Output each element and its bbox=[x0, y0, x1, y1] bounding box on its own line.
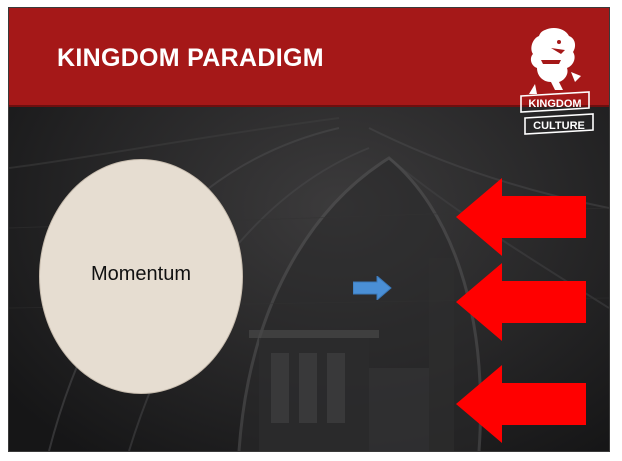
arrow-left-icon bbox=[456, 263, 586, 341]
logo-banner: KINGDOM CULTURE bbox=[520, 91, 594, 135]
logo-line1: KINGDOM bbox=[528, 98, 581, 110]
lion-rampant-icon bbox=[529, 28, 581, 94]
slide-title: KINGDOM PARADIGM bbox=[57, 44, 324, 72]
slide: KINGDOM PARADIGM KINGDOM CULTURE Momentu… bbox=[8, 7, 610, 452]
logo-line2: CULTURE bbox=[533, 120, 585, 132]
kingdom-culture-logo: KINGDOM CULTURE bbox=[520, 28, 594, 135]
arrow-left-icon bbox=[456, 178, 586, 256]
arrow-left-icon bbox=[456, 365, 586, 443]
title-bar: KINGDOM PARADIGM KINGDOM CULTURE bbox=[9, 8, 609, 135]
momentum-circle: Momentum bbox=[39, 159, 243, 394]
momentum-label: Momentum bbox=[90, 263, 192, 285]
arrow-right-icon bbox=[353, 276, 392, 300]
